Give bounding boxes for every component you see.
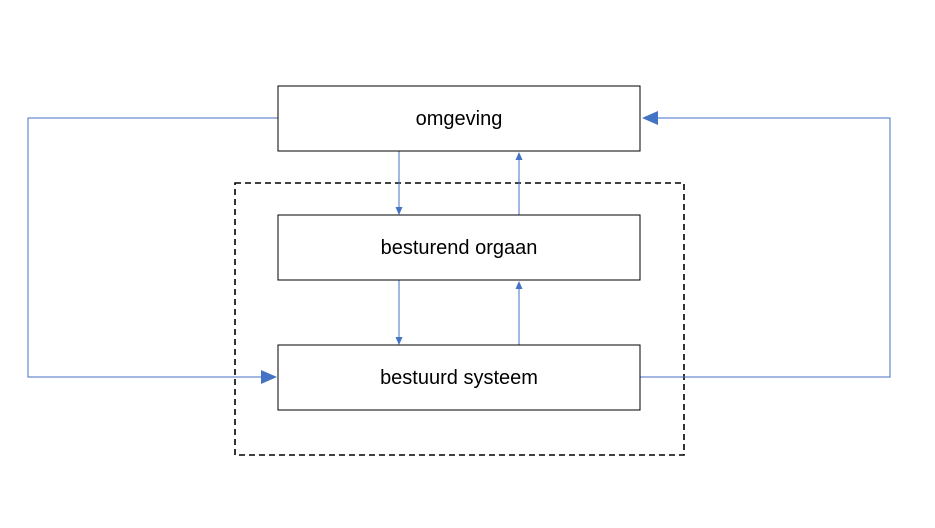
- arrowhead-into-bestuurd-systeem: [261, 370, 277, 384]
- arrowhead-up-besturend-orgaan: [515, 281, 523, 289]
- node-besturend-orgaan: besturend orgaan: [277, 214, 641, 281]
- arrowhead-down-besturend-orgaan: [395, 207, 403, 215]
- node-omgeving: omgeving: [277, 85, 641, 152]
- edge-omgeving-to-bestuurd-systeem: [27, 117, 278, 378]
- system-boundary: [234, 182, 685, 456]
- arrowhead-into-omgeving: [642, 111, 658, 125]
- node-bestuurd-systeem-label: bestuurd systeem: [380, 367, 538, 389]
- arrowhead-up-omgeving: [515, 152, 523, 160]
- node-omgeving-label: omgeving: [416, 108, 503, 130]
- node-besturend-orgaan-label: besturend orgaan: [381, 237, 538, 259]
- arrowhead-down-bestuurd-systeem: [395, 337, 403, 345]
- node-bestuurd-systeem: bestuurd systeem: [277, 344, 641, 411]
- edge-bestuurd-systeem-to-omgeving: [640, 117, 891, 378]
